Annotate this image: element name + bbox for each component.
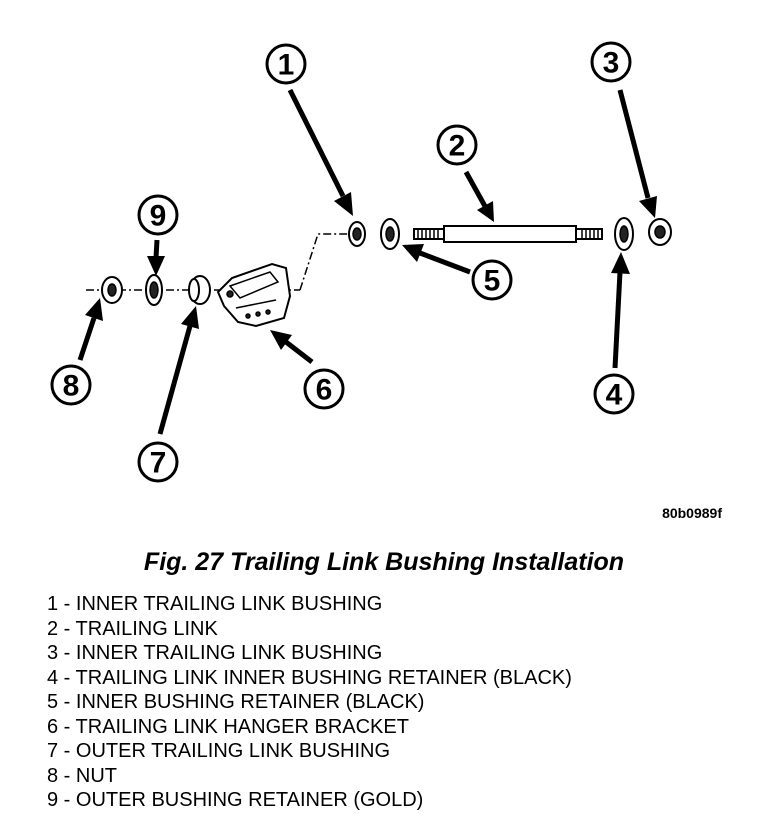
callout-4: 4 <box>593 373 635 415</box>
legend-item: 2 - TRAILING LINK <box>47 617 218 640</box>
legend-item: 1 - INNER TRAILING LINK BUSHING <box>47 593 383 615</box>
callout-6: 6 <box>303 368 345 410</box>
legend-number: 5 <box>47 691 59 713</box>
arrow-9 <box>147 239 165 276</box>
inner-bushing-retainer-part <box>380 218 400 250</box>
arrow-8 <box>77 298 103 361</box>
arrow-3 <box>617 89 657 218</box>
legend-text: OUTER BUSHING RETAINER (GOLD) <box>75 789 424 811</box>
svg-text:7: 7 <box>150 447 167 480</box>
trailing-link-part <box>413 225 603 243</box>
legend-text: TRAILING LINK INNER BUSHING RETAINER (BL… <box>75 666 572 689</box>
svg-text:5: 5 <box>484 265 501 298</box>
legend-text: INNER TRAILING LINK BUSHING <box>75 642 383 664</box>
arrow-1 <box>287 88 353 216</box>
hanger-bracket-part <box>216 262 292 328</box>
outer-trailing-link-bushing-part <box>188 275 211 305</box>
trailing-link-inner-bushing-retainer-part <box>614 217 634 251</box>
arrow-2 <box>463 170 494 222</box>
legend-number: 9 <box>47 789 59 811</box>
callout-9: 9 <box>137 194 179 236</box>
figure-code: 80b0989f <box>662 505 722 521</box>
legend-item: 5 - INNER BUSHING RETAINER (BLACK) <box>47 691 425 713</box>
svg-text:3: 3 <box>603 47 620 80</box>
legend-number: 7 <box>47 740 59 762</box>
svg-text:2: 2 <box>449 130 466 163</box>
legend-item: 9 - OUTER BUSHING RETAINER (GOLD) <box>47 789 424 811</box>
legend-item: 4 - TRAILING LINK INNER BUSHING RETAINER… <box>47 666 572 689</box>
svg-text:9: 9 <box>150 200 167 233</box>
inner-trailing-link-bushing-part-right <box>648 218 672 246</box>
callout-3: 3 <box>590 41 632 83</box>
assembly-axis-right <box>299 233 352 291</box>
callout-2: 2 <box>436 124 478 166</box>
legend-number: 2 <box>47 617 59 640</box>
legend-text: TRAILING LINK <box>75 617 218 640</box>
inner-trailing-link-bushing-part <box>348 221 366 247</box>
arrow-5 <box>402 244 471 275</box>
arrow-7 <box>157 306 199 435</box>
svg-text:1: 1 <box>278 49 295 82</box>
svg-text:6: 6 <box>316 374 333 407</box>
callout-7: 7 <box>137 441 179 483</box>
legend-text: NUT <box>75 764 118 787</box>
legend-item: 3 - INNER TRAILING LINK BUSHING <box>47 642 383 664</box>
parts-legend: 1 - INNER TRAILING LINK BUSHING 2 - TRAI… <box>47 592 572 813</box>
legend-number: 8 <box>47 764 59 787</box>
legend-number: 4 <box>47 666 59 689</box>
outer-bushing-retainer-part <box>145 274 163 306</box>
svg-text:4: 4 <box>606 379 623 412</box>
legend-text: TRAILING LINK HANGER BRACKET <box>75 715 409 738</box>
legend-number: 1 <box>47 593 59 615</box>
callout-8: 8 <box>50 364 92 406</box>
callout-5: 5 <box>471 259 513 301</box>
legend-item: 8 - NUT <box>47 764 118 787</box>
legend-text: OUTER TRAILING LINK BUSHING <box>75 740 391 762</box>
arrow-4 <box>611 252 630 369</box>
arrow-6 <box>270 330 314 364</box>
legend-item: 6 - TRAILING LINK HANGER BRACKET <box>47 715 409 738</box>
legend-number: 3 <box>47 642 59 664</box>
svg-text:8: 8 <box>63 370 80 403</box>
legend-text: INNER BUSHING RETAINER (BLACK) <box>75 691 425 713</box>
callout-1: 1 <box>265 43 307 85</box>
legend-item: 7 - OUTER TRAILING LINK BUSHING <box>47 740 391 762</box>
legend-number: 6 <box>47 715 59 738</box>
exploded-parts-diagram: 1 2 3 4 5 6 7 8 9 <box>50 41 672 483</box>
legend-text: INNER TRAILING LINK BUSHING <box>75 593 383 615</box>
nut-part <box>101 276 123 304</box>
figure-title: Fig. 27 Trailing Link Bushing Installati… <box>143 548 625 576</box>
